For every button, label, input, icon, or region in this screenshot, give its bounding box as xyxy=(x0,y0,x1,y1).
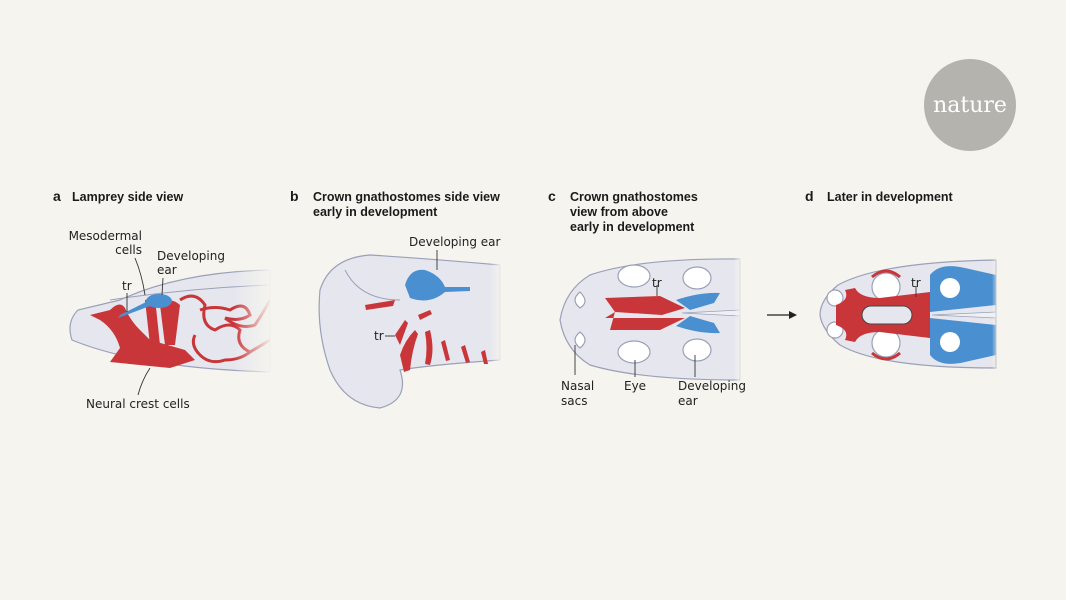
label-text: a xyxy=(53,188,61,204)
eye xyxy=(617,340,651,364)
gnathostome-side-diagram: Developing ear tr xyxy=(318,235,502,410)
leader-line xyxy=(137,367,151,396)
label-text: Developing xyxy=(678,379,746,393)
leader-line xyxy=(134,257,146,296)
label-text: tr xyxy=(911,276,921,290)
nature-logo: nature xyxy=(924,59,1016,151)
label-text: tr xyxy=(122,279,132,293)
label-text: c xyxy=(548,188,556,204)
label-text: sacs xyxy=(561,394,587,408)
label-text: nature xyxy=(933,93,1007,118)
label-text: d xyxy=(805,188,814,204)
label-text: Crown gnathostomes xyxy=(570,190,698,204)
label-text: tr xyxy=(652,276,662,290)
label-text: Crown gnathostomes side view xyxy=(313,190,500,204)
label-text: Developing ear xyxy=(409,235,501,249)
label-text: cells xyxy=(115,243,142,257)
label-text: Neural crest cells xyxy=(86,397,190,411)
label-text: tr xyxy=(374,329,384,343)
label-text: ear xyxy=(678,394,698,408)
label-text: early in development xyxy=(313,205,438,219)
label-text: Developing xyxy=(157,249,225,263)
label-text: Mesodermal xyxy=(69,229,142,243)
eye xyxy=(617,264,651,288)
arrow-icon xyxy=(767,311,797,319)
label-text: early in development xyxy=(570,220,695,234)
lamprey-diagram: tr Mesodermal cells Developing ear Neura… xyxy=(69,229,272,411)
developing-ear xyxy=(405,269,470,301)
label-text: Nasal xyxy=(561,379,594,393)
trabeculae xyxy=(605,296,685,330)
later-development-diagram: tr xyxy=(819,255,1000,375)
label-text: b xyxy=(290,188,299,204)
label-text: Eye xyxy=(624,379,646,393)
leader-line xyxy=(161,277,164,296)
label-text: Later in development xyxy=(827,190,954,204)
gnathostome-top-diagram: tr Nasal sacs Eye Developing ear xyxy=(559,255,746,408)
panel-a-title: Lamprey side view xyxy=(72,190,183,204)
panel-c: c Crown gnathostomes view from above ear… xyxy=(548,188,746,408)
nasal-sac xyxy=(574,331,586,349)
label-text: ear xyxy=(157,263,177,277)
nasal-sac xyxy=(574,291,586,309)
panel-a: a Lamprey side view tr Me xyxy=(53,188,272,411)
panel-b: b Crown gnathostomes side view early in … xyxy=(290,188,502,410)
label-text: view from above xyxy=(570,205,668,219)
panel-d: d Later in development tr xyxy=(805,188,1000,375)
